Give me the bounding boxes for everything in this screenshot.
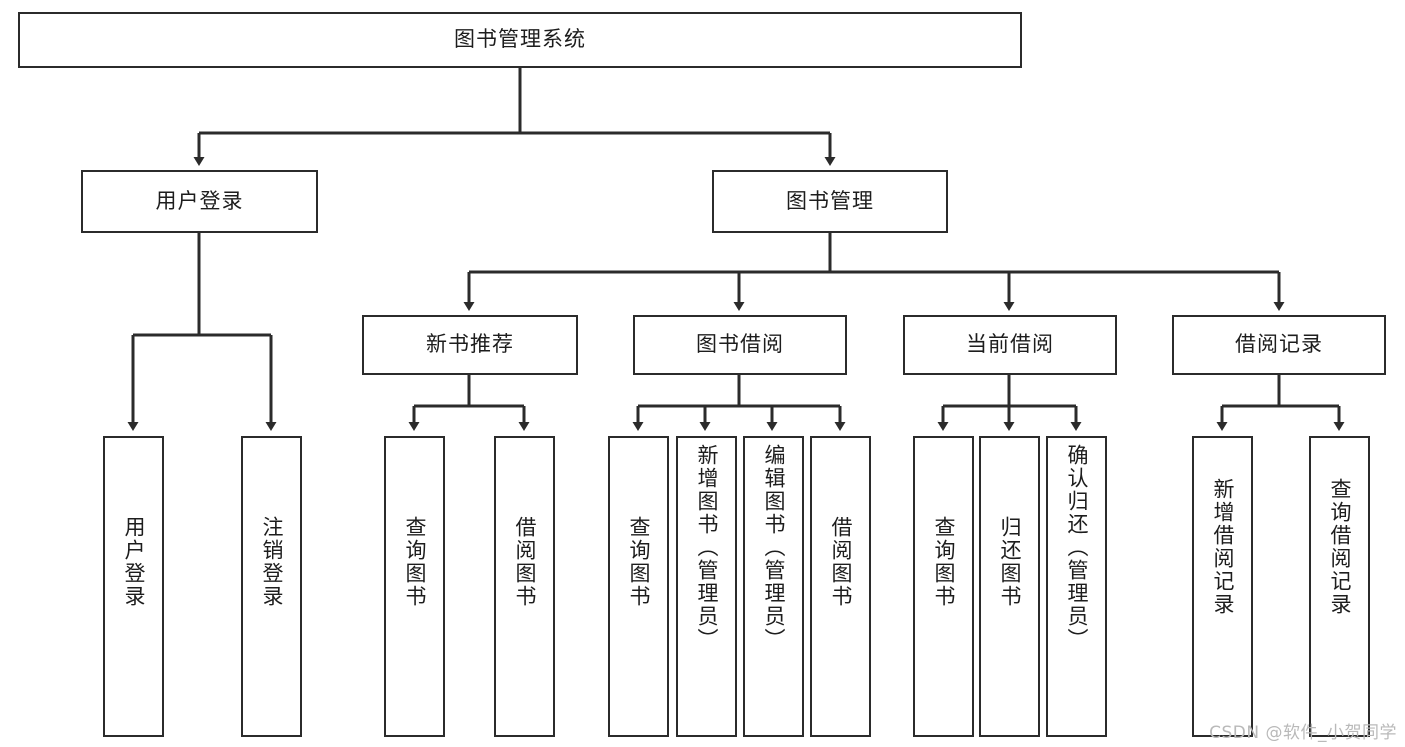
node-current-borrow-label: 当前借阅 [966,332,1054,357]
node-leaf-edit-book-label: 编辑图书（管理员） [762,444,786,651]
node-leaf-user-login[interactable]: 用户登录 [103,436,164,737]
node-borrow-records[interactable]: 借阅记录 [1172,315,1386,375]
node-leaf-return-book-label: 归还图书 [998,516,1022,608]
node-leaf-return-book[interactable]: 归还图书 [979,436,1040,737]
node-leaf-borrow-book-1-label: 借阅图书 [513,516,537,608]
node-user-login[interactable]: 用户登录 [81,170,318,233]
node-leaf-borrow-book-2-label: 借阅图书 [829,516,853,608]
node-leaf-user-logout[interactable]: 注销登录 [241,436,302,737]
node-leaf-edit-book[interactable]: 编辑图书（管理员） [743,436,804,737]
node-leaf-borrow-book-2[interactable]: 借阅图书 [810,436,871,737]
node-user-login-label: 用户登录 [155,188,244,213]
node-leaf-query-book-1[interactable]: 查询图书 [384,436,445,737]
node-leaf-query-book-3[interactable]: 查询图书 [913,436,974,737]
node-new-book-recommend-label: 新书推荐 [426,332,514,357]
node-root-label: 图书管理系统 [454,27,586,52]
node-leaf-add-book[interactable]: 新增图书（管理员） [676,436,737,737]
node-leaf-query-book-2[interactable]: 查询图书 [608,436,669,737]
node-leaf-add-record-label: 新增借阅记录 [1211,478,1235,616]
node-leaf-confirm-return-label: 确认归还（管理员） [1065,444,1089,651]
node-leaf-add-record[interactable]: 新增借阅记录 [1192,436,1253,737]
node-leaf-query-book-1-label: 查询图书 [403,516,427,608]
node-leaf-user-logout-label: 注销登录 [260,516,284,608]
node-leaf-query-record-label: 查询借阅记录 [1328,478,1352,616]
node-book-borrow-label: 图书借阅 [696,332,784,357]
node-leaf-query-record[interactable]: 查询借阅记录 [1309,436,1370,737]
node-book-management-label: 图书管理 [786,188,874,213]
node-book-borrow[interactable]: 图书借阅 [633,315,847,375]
node-leaf-add-book-label: 新增图书（管理员） [695,444,719,651]
node-leaf-borrow-book-1[interactable]: 借阅图书 [494,436,555,737]
node-new-book-recommend[interactable]: 新书推荐 [362,315,578,375]
node-current-borrow[interactable]: 当前借阅 [903,315,1117,375]
node-leaf-query-book-3-label: 查询图书 [932,516,956,608]
node-root[interactable]: 图书管理系统 [18,12,1022,68]
node-leaf-confirm-return[interactable]: 确认归还（管理员） [1046,436,1107,737]
node-leaf-user-login-label: 用户登录 [122,516,146,608]
node-book-management[interactable]: 图书管理 [712,170,948,233]
node-leaf-query-book-2-label: 查询图书 [627,516,651,608]
node-borrow-records-label: 借阅记录 [1235,332,1323,357]
